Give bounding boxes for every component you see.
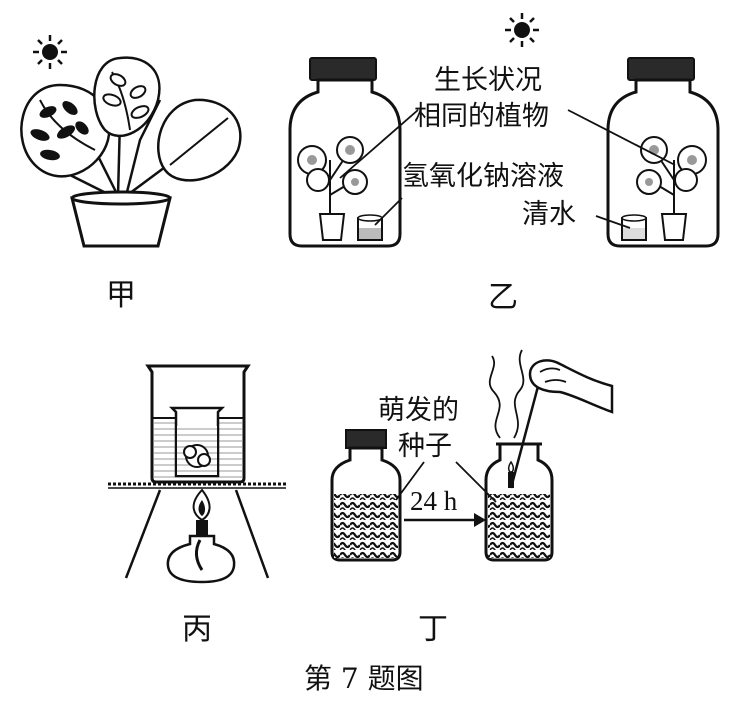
panel-label-yi: 乙 xyxy=(488,280,518,315)
jar-stopper xyxy=(627,57,695,81)
panel-label-bing: 丙 xyxy=(182,612,212,647)
panel-bing-waterbath xyxy=(108,364,286,584)
label-seeds: 种子 xyxy=(398,431,452,462)
jar-left xyxy=(288,57,402,248)
label-clear-water: 清水 xyxy=(522,199,576,230)
label-24h: 24 h xyxy=(410,486,458,516)
bottle-stopper xyxy=(345,429,387,449)
jar-right xyxy=(606,57,720,248)
sun-icon xyxy=(33,35,67,69)
alcohol-lamp xyxy=(166,534,236,584)
label-naoh-solution: 氢氧化钠溶液 xyxy=(402,161,564,192)
panel-yi-jars xyxy=(288,13,720,248)
panel-jia-plant xyxy=(20,35,242,248)
label-germinating: 萌发的 xyxy=(378,395,459,426)
jar-stopper xyxy=(309,57,377,81)
panel-ding-seeds xyxy=(330,349,614,562)
hand xyxy=(528,359,614,414)
label-plant-condition: 生长状况 xyxy=(434,65,542,96)
panel-label-ding: 丁 xyxy=(418,612,448,647)
label-same-plants: 相同的植物 xyxy=(414,101,549,132)
smoke xyxy=(488,349,525,439)
bottle-left xyxy=(330,429,402,562)
panel-label-jia: 甲 xyxy=(106,278,136,313)
figure-caption: 第 7 题图 xyxy=(304,662,424,695)
sun-icon xyxy=(505,13,539,47)
